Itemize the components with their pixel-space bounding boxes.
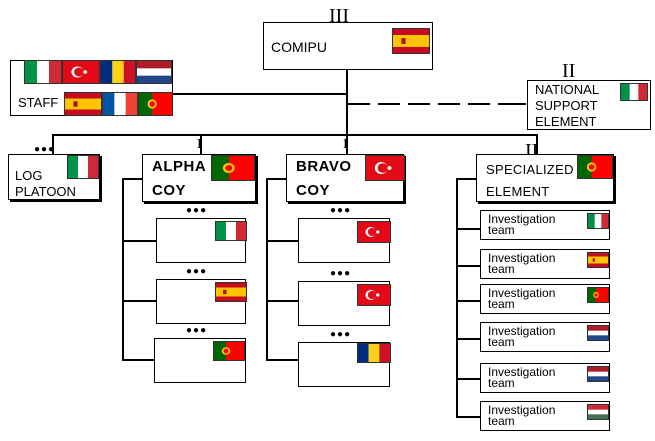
alpha-platoon-3-box: [154, 338, 246, 383]
bravo-coy-box: BRAVO COY: [286, 154, 405, 202]
portugal-flag-icon: [213, 341, 245, 361]
bravo-platoon-1-box: [298, 218, 391, 263]
investigation-team-label: Investigation team: [488, 365, 556, 390]
staff-label: STAFF: [18, 95, 59, 110]
hungary-flag-icon: [587, 404, 609, 420]
turkey-flag-icon: [357, 221, 391, 243]
turkey-flag-icon: [357, 284, 391, 306]
specialized-tree-branch: [456, 228, 480, 230]
italy-flag-icon: [67, 155, 99, 179]
alpha-rank: I: [197, 137, 202, 152]
bravo-platoon-3-box: [298, 342, 391, 387]
log-platoon-drop: [52, 134, 54, 154]
investigation-team-5: Investigation team: [480, 363, 610, 393]
specialized-tree-branch: [456, 265, 480, 267]
staff-link-line: [172, 93, 348, 95]
spain-flag-icon: [392, 28, 430, 54]
log-platoon-box: LOG PLATOON: [8, 154, 100, 200]
bravo-drop: [346, 134, 348, 154]
netherlands-flag-icon: [136, 60, 172, 84]
comipu-label: COMIPU: [271, 39, 327, 55]
trunk-line: [346, 70, 348, 135]
investigation-team-label: Investigation team: [488, 403, 556, 428]
alpha-coy-label: ALPHA COY: [152, 158, 207, 199]
national-support-link: [438, 103, 460, 105]
national-support-link: [468, 103, 490, 105]
italy-flag-icon: [24, 60, 62, 84]
national-support-box: NATIONAL SUPPORT ELEMENT: [527, 80, 651, 130]
bravo-tree-branch: [266, 300, 298, 302]
portugal-flag-icon: [587, 287, 609, 303]
italy-flag-icon: [215, 221, 247, 241]
portugal-flag-icon: [211, 155, 255, 181]
bravo-tree-top: [266, 178, 286, 180]
italy-flag-icon: [587, 213, 609, 229]
national-support-link: [408, 103, 430, 105]
alpha-platoon-2-marker: ●●●: [186, 266, 208, 277]
spain-flag-icon: [64, 92, 102, 116]
investigation-team-label: Investigation team: [488, 251, 556, 276]
netherlands-flag-icon: [587, 366, 609, 382]
distribution-bar: [52, 134, 538, 136]
bravo-coy-label: BRAVO COY: [296, 158, 352, 199]
alpha-tree-branch: [122, 300, 156, 302]
alpha-platoon-1-box: [156, 218, 247, 263]
specialized-drop: [536, 134, 538, 154]
spain-flag-icon: [215, 282, 247, 302]
romania-flag-icon: [100, 60, 136, 84]
portugal-flag-icon: [577, 155, 613, 179]
bravo-tree-branch: [266, 240, 298, 242]
alpha-coy-box: ALPHA COY: [142, 154, 256, 202]
log-platoon-label: LOG PLATOON: [15, 168, 76, 199]
investigation-team-label: Investigation team: [488, 324, 556, 349]
bravo-platoon-2-marker: ●●●: [330, 268, 352, 279]
alpha-tree-spine: [122, 178, 124, 361]
log-platoon-marker: ●●●: [34, 144, 56, 155]
alpha-tree-branch: [122, 240, 156, 242]
alpha-platoon-1-marker: ●●●: [186, 205, 208, 216]
bravo-platoon-1-marker: ●●●: [330, 205, 352, 216]
alpha-drop: [200, 134, 202, 154]
investigation-team-3: Investigation team: [480, 284, 610, 314]
italy-flag-icon: [620, 83, 648, 101]
investigation-team-6: Investigation team: [480, 401, 610, 431]
national-support-link: [378, 103, 400, 105]
investigation-team-label: Investigation team: [488, 212, 556, 237]
specialized-tree-top: [456, 178, 476, 180]
bravo-tree-spine: [266, 178, 268, 361]
romania-flag-icon: [357, 343, 391, 363]
turkey-flag-icon: [365, 155, 405, 181]
spain-flag-icon: [587, 252, 609, 268]
netherlands-flag-icon: [587, 325, 609, 341]
alpha-tree-top: [122, 178, 142, 180]
investigation-team-2: Investigation team: [480, 249, 610, 279]
comipu-box: COMIPU: [263, 22, 433, 70]
bravo-rank: I: [343, 137, 348, 152]
specialized-element-box: SPECIALIZED ELEMENT: [476, 154, 614, 202]
france-flag-icon: [102, 92, 138, 116]
bravo-platoon-2-box: [298, 281, 391, 326]
turkey-flag-icon: [62, 60, 100, 84]
alpha-platoon-3-marker: ●●●: [186, 325, 208, 336]
alpha-platoon-2-box: [156, 279, 247, 324]
specialized-element-label: SPECIALIZED ELEMENT: [486, 162, 574, 199]
national-support-link: [498, 103, 526, 105]
investigation-team-1: Investigation team: [480, 210, 610, 240]
specialized-tree-branch: [456, 416, 480, 418]
comipu-rank: III: [329, 5, 349, 27]
bravo-tree-branch: [266, 359, 298, 361]
national-support-rank: II: [562, 60, 576, 82]
bravo-platoon-3-marker: ●●●: [330, 329, 352, 340]
alpha-tree-branch: [122, 359, 156, 361]
specialized-tree-spine: [456, 178, 458, 418]
investigation-team-4: Investigation team: [480, 322, 610, 352]
portugal-flag-icon: [138, 92, 173, 116]
specialized-tree-branch: [456, 300, 480, 302]
specialized-tree-branch: [456, 338, 480, 340]
investigation-team-label: Investigation team: [488, 286, 556, 311]
specialized-tree-branch: [456, 378, 480, 380]
national-support-label: NATIONAL SUPPORT ELEMENT: [535, 82, 600, 129]
national-support-link: [348, 103, 370, 105]
